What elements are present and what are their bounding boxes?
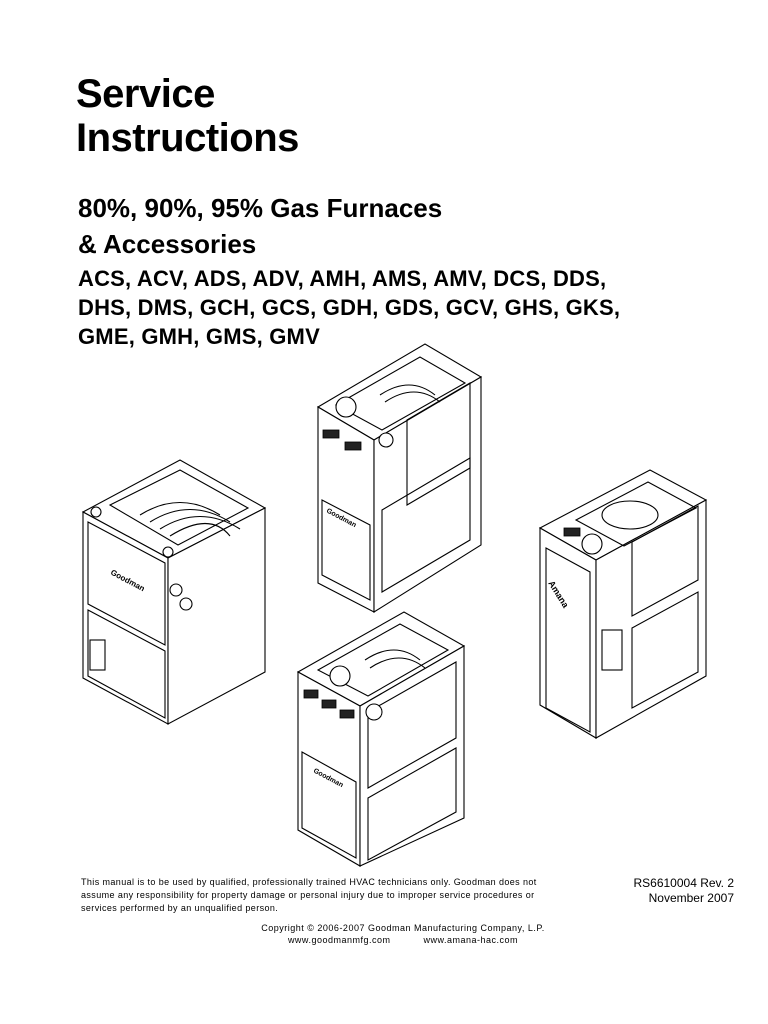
amana-website-link[interactable]: www.amana-hac.com <box>423 935 519 945</box>
model-list-line-2: DHS, DMS, GCH, GCS, GDH, GDS, GCV, GHS, … <box>78 295 621 320</box>
title-line-2: Instructions <box>76 116 299 160</box>
model-list: ACS, ACV, ADS, ADV, AMH, AMS, AMV, DCS, … <box>78 264 718 351</box>
title-line-1: Service <box>76 72 215 116</box>
disclaimer-text: This manual is to be used by qualified, … <box>81 877 537 913</box>
document-subtitle: 80%, 90%, 95% Gas Furnaces & Accessories <box>78 190 442 262</box>
furnace-illustration-left: Goodman <box>81 459 267 725</box>
furnace-illustration-top: Goodman <box>316 343 483 613</box>
furnace-illustration-bottom: Goodman <box>296 611 466 867</box>
subtitle-line-2: & Accessories <box>78 229 257 259</box>
model-list-line-1: ACS, ACV, ADS, ADV, AMH, AMS, AMV, DCS, … <box>78 266 607 291</box>
furnace-illustrations: Goodman Goodman Amana <box>81 343 708 867</box>
website-links: www.goodmanmfg.com www.amana-hac.com <box>0 935 768 945</box>
furnace-illustration-right: Amana <box>538 469 708 739</box>
revision-info: RS6610004 Rev. 2 November 2007 <box>633 876 734 906</box>
goodman-website-link[interactable]: www.goodmanmfg.com <box>287 935 391 945</box>
model-list-line-3: GME, GMH, GMS, GMV <box>78 324 320 349</box>
document-title: Service Instructions <box>76 72 299 160</box>
revision-date: November 2007 <box>648 891 734 905</box>
subtitle-line-1: 80%, 90%, 95% Gas Furnaces <box>78 193 443 223</box>
copyright-notice: Copyright © 2006-2007 Goodman Manufactur… <box>261 923 545 933</box>
document-number: RS6610004 Rev. 2 <box>633 876 734 890</box>
